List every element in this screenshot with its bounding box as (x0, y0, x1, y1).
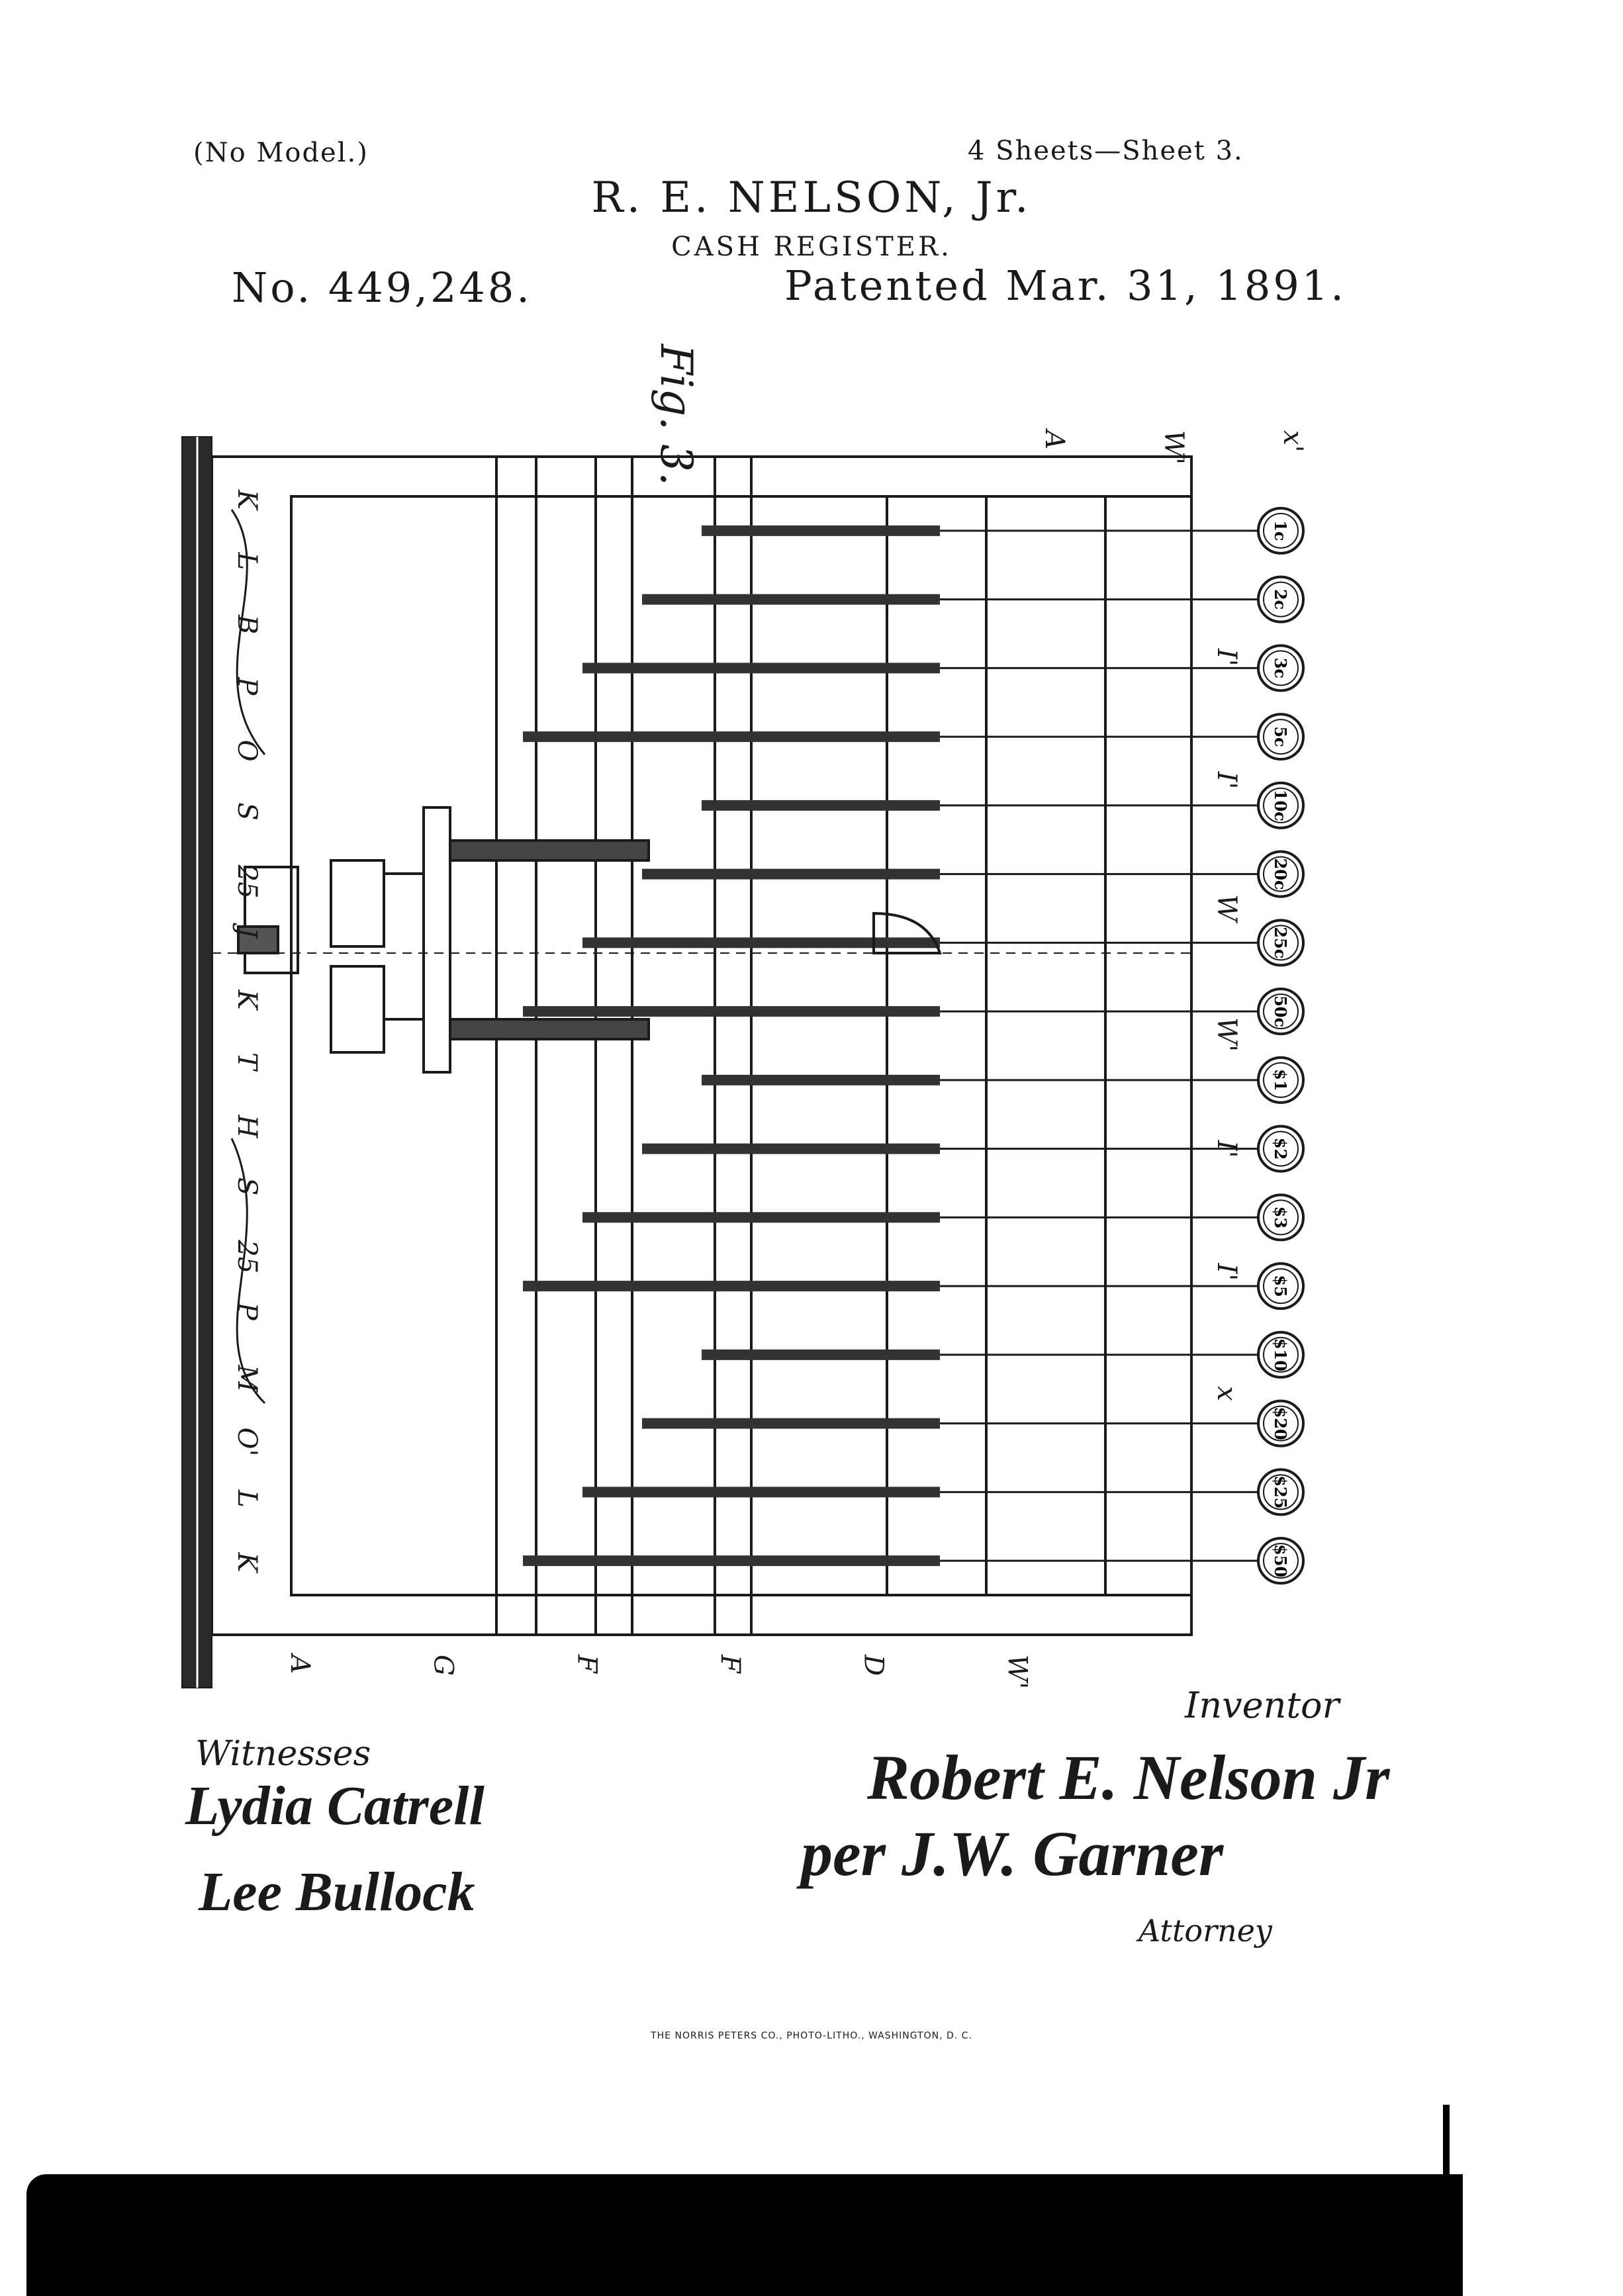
reference-letter: A (1039, 428, 1070, 449)
patent-number: No. 449,248. (232, 263, 532, 312)
key-label: $20 (1271, 1407, 1290, 1440)
denomination-key: 5c (1257, 713, 1305, 761)
reference-letter: M (232, 1364, 262, 1393)
reference-letter: L (232, 551, 262, 570)
key-label: $3 (1271, 1207, 1290, 1228)
denomination-key: 25c (1257, 919, 1305, 967)
reference-letter: x' (1277, 430, 1308, 453)
denomination-key: $10 (1257, 1330, 1305, 1379)
reference-letter: K (232, 989, 262, 1011)
key-label: 10c (1271, 790, 1290, 821)
witness-signature-1: Lydia Catrell (185, 1775, 485, 1837)
gear-rack (642, 1143, 940, 1154)
reference-letter: K (232, 1552, 262, 1574)
reference-letter: I' (1211, 648, 1242, 666)
reference-letter: H (232, 1114, 262, 1138)
denomination-key: $1 (1257, 1056, 1305, 1104)
reference-letter: O (232, 740, 262, 762)
attorney-signature: per J.W. Garner (801, 1818, 1224, 1889)
denomination-key: $25 (1257, 1468, 1305, 1516)
gear-rack (582, 663, 940, 674)
inventor-signature: Robert E. Nelson Jr (867, 1742, 1390, 1813)
attorney-label: Attorney (1138, 1913, 1272, 1949)
denomination-key: $20 (1257, 1399, 1305, 1447)
reference-letter: P (232, 676, 262, 696)
denomination-key: 20c (1257, 850, 1305, 898)
gear-rack (702, 1074, 940, 1085)
scan-border-right (1443, 2105, 1450, 2296)
reference-letter: J (232, 923, 262, 939)
reference-letter: S (232, 1177, 262, 1195)
gear-rack (642, 594, 940, 605)
denomination-key: $50 (1257, 1537, 1305, 1585)
gear-rack (642, 868, 940, 880)
denomination-key: 10c (1257, 781, 1305, 829)
reference-letter: I' (1211, 1140, 1242, 1158)
patent-date: Patented Mar. 31, 1891. (784, 261, 1346, 310)
patent-drawing: 1c 2c 3c 5c 10c 20c 25c 50c $1 $2 $3 $5 $10 $20 $25 $50… (181, 428, 1308, 1689)
key-label: 3c (1271, 658, 1290, 678)
reference-letter: x (1211, 1386, 1242, 1401)
denomination-key: 2c (1257, 575, 1305, 623)
reference-letter: 25 (232, 864, 262, 899)
gear-rack (523, 1555, 940, 1567)
witnesses-label: Witnesses (195, 1734, 371, 1774)
reference-letter: I' (1211, 771, 1242, 790)
reference-letter: W (1211, 894, 1242, 923)
reference-letter: G (428, 1655, 459, 1676)
inventor-name: R. E. NELSON, Jr. (591, 173, 1032, 222)
reference-letter: W' (1001, 1655, 1032, 1689)
gear-rack (642, 1418, 940, 1429)
gear-rack (582, 1212, 940, 1223)
key-label: 20c (1271, 858, 1290, 890)
reference-letter: W' (1158, 430, 1189, 465)
gear-rack (582, 1487, 940, 1498)
reference-letter: S (232, 802, 262, 820)
reference-letter: W' (1211, 1017, 1242, 1052)
inventor-label: Inventor (1185, 1684, 1340, 1726)
document-title: CASH REGISTER. (671, 232, 952, 262)
key-label: 2c (1271, 589, 1290, 610)
reference-letter: A (285, 1652, 315, 1674)
key-label: 5c (1271, 726, 1290, 747)
denomination-key: $3 (1257, 1193, 1305, 1242)
gear-rack (702, 800, 940, 811)
reference-letter: F (571, 1654, 602, 1674)
reference-letter: L (232, 1489, 262, 1508)
denomination-key: 50c (1257, 987, 1305, 1036)
reference-letter: T (232, 1052, 262, 1072)
key-label: 25c (1271, 927, 1290, 958)
reference-letter: O' (232, 1428, 262, 1457)
key-label: $50 (1271, 1544, 1290, 1577)
gear-rack (582, 937, 940, 948)
denomination-key: $5 (1257, 1262, 1305, 1310)
key-label: 1c (1271, 520, 1290, 541)
gear-rack (523, 1281, 940, 1292)
reference-letter: P (232, 1302, 262, 1321)
key-label: $1 (1271, 1069, 1290, 1091)
reference-letter: 25 (232, 1239, 262, 1273)
model-note: (No Model.) (193, 138, 369, 168)
denomination-key: $2 (1257, 1125, 1305, 1173)
reference-letter: F (715, 1654, 745, 1674)
reference-letter: K (232, 489, 262, 511)
denomination-key: 3c (1257, 644, 1305, 692)
witness-signature-2: Lee Bullock (199, 1861, 475, 1923)
scan-border (26, 2174, 1463, 2296)
reference-letter: B (232, 614, 262, 634)
sheet-info: 4 Sheets—Sheet 3. (968, 136, 1244, 166)
key-label: $25 (1271, 1475, 1290, 1508)
key-label: 50c (1271, 995, 1290, 1027)
printer-credit: THE NORRIS PETERS CO., PHOTO-LITHO., WAS… (651, 2031, 972, 2041)
key-label: $2 (1271, 1138, 1290, 1160)
gear-rack (523, 731, 940, 743)
gear-rack (523, 1006, 940, 1017)
gear-rack (702, 525, 940, 536)
key-label: $10 (1271, 1338, 1290, 1371)
key-label: $5 (1271, 1275, 1290, 1297)
reference-letter: D (858, 1654, 889, 1676)
reference-letter: I' (1211, 1263, 1242, 1281)
denomination-key: 1c (1257, 506, 1305, 555)
gear-rack (702, 1349, 940, 1360)
